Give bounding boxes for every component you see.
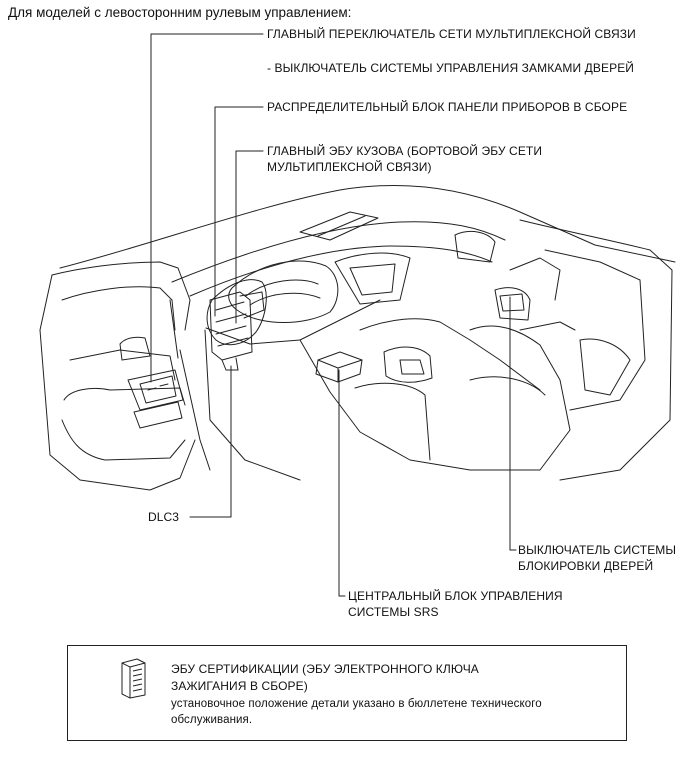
callout-door-lock-control-switch: - ВЫКЛЮЧАТЕЛЬ СИСТЕМЫ УПРАВЛЕНИЯ ЗАМКАМИ…	[267, 61, 635, 75]
callout-instrument-panel-junction-block: РАСПРЕДЕЛИТЕЛЬНЫЙ БЛОК ПАНЕЛИ ПРИБОРОВ В…	[267, 100, 628, 114]
callout-door-lock-switch-line2: БЛОКИРОВКИ ДВЕРЕЙ	[518, 559, 654, 573]
callout-door-lock-switch-line1: ВЫКЛЮЧАТЕЛЬ СИСТЕМЫ	[518, 543, 677, 557]
ecu-module-icon	[121, 658, 146, 699]
legend-title-line2: ЗАЖИГАНИЯ В СБОРЕ)	[171, 679, 308, 693]
leader-lines	[150, 33, 517, 597]
right-door-drawing	[494, 219, 673, 481]
callout-srs-unit-line2: СИСТЕМЫ SRS	[348, 605, 439, 619]
legend-title-line1: ЭБУ СЕРТИФИКАЦИИ (ЭБУ ЭЛЕКТРОННОГО КЛЮЧА	[171, 662, 479, 676]
legend-box: ЭБУ СЕРТИФИКАЦИИ (ЭБУ ЭЛЕКТРОННОГО КЛЮЧА…	[67, 645, 627, 741]
callout-dlc3: DLC3	[148, 510, 180, 524]
page-heading: Для моделей с левосторонним рулевым упра…	[8, 5, 352, 20]
left-door-drawing	[39, 261, 196, 491]
callout-srs-unit-line1: ЦЕНТРАЛЬНЫЙ БЛОК УПРАВЛЕНИЯ	[348, 589, 563, 603]
legend-note-line2: обслуживания.	[171, 714, 253, 726]
callout-multiplex-main-switch: ГЛАВНЫЙ ПЕРЕКЛЮЧАТЕЛЬ СЕТИ МУЛЬТИПЛЕКСНО…	[267, 27, 636, 41]
callout-main-body-ecu-line1: ГЛАВНЫЙ ЭБУ КУЗОВА (БОРТОВОЙ ЭБУ СЕТИ	[267, 144, 543, 158]
legend-note-line1: установочное положение детали указано в …	[171, 698, 542, 710]
callout-main-body-ecu-line2: МУЛЬТИПЛЕКСНОЙ СВЯЗИ)	[267, 160, 432, 174]
dashboard-drawing	[59, 184, 676, 481]
component-drawings	[209, 291, 363, 383]
